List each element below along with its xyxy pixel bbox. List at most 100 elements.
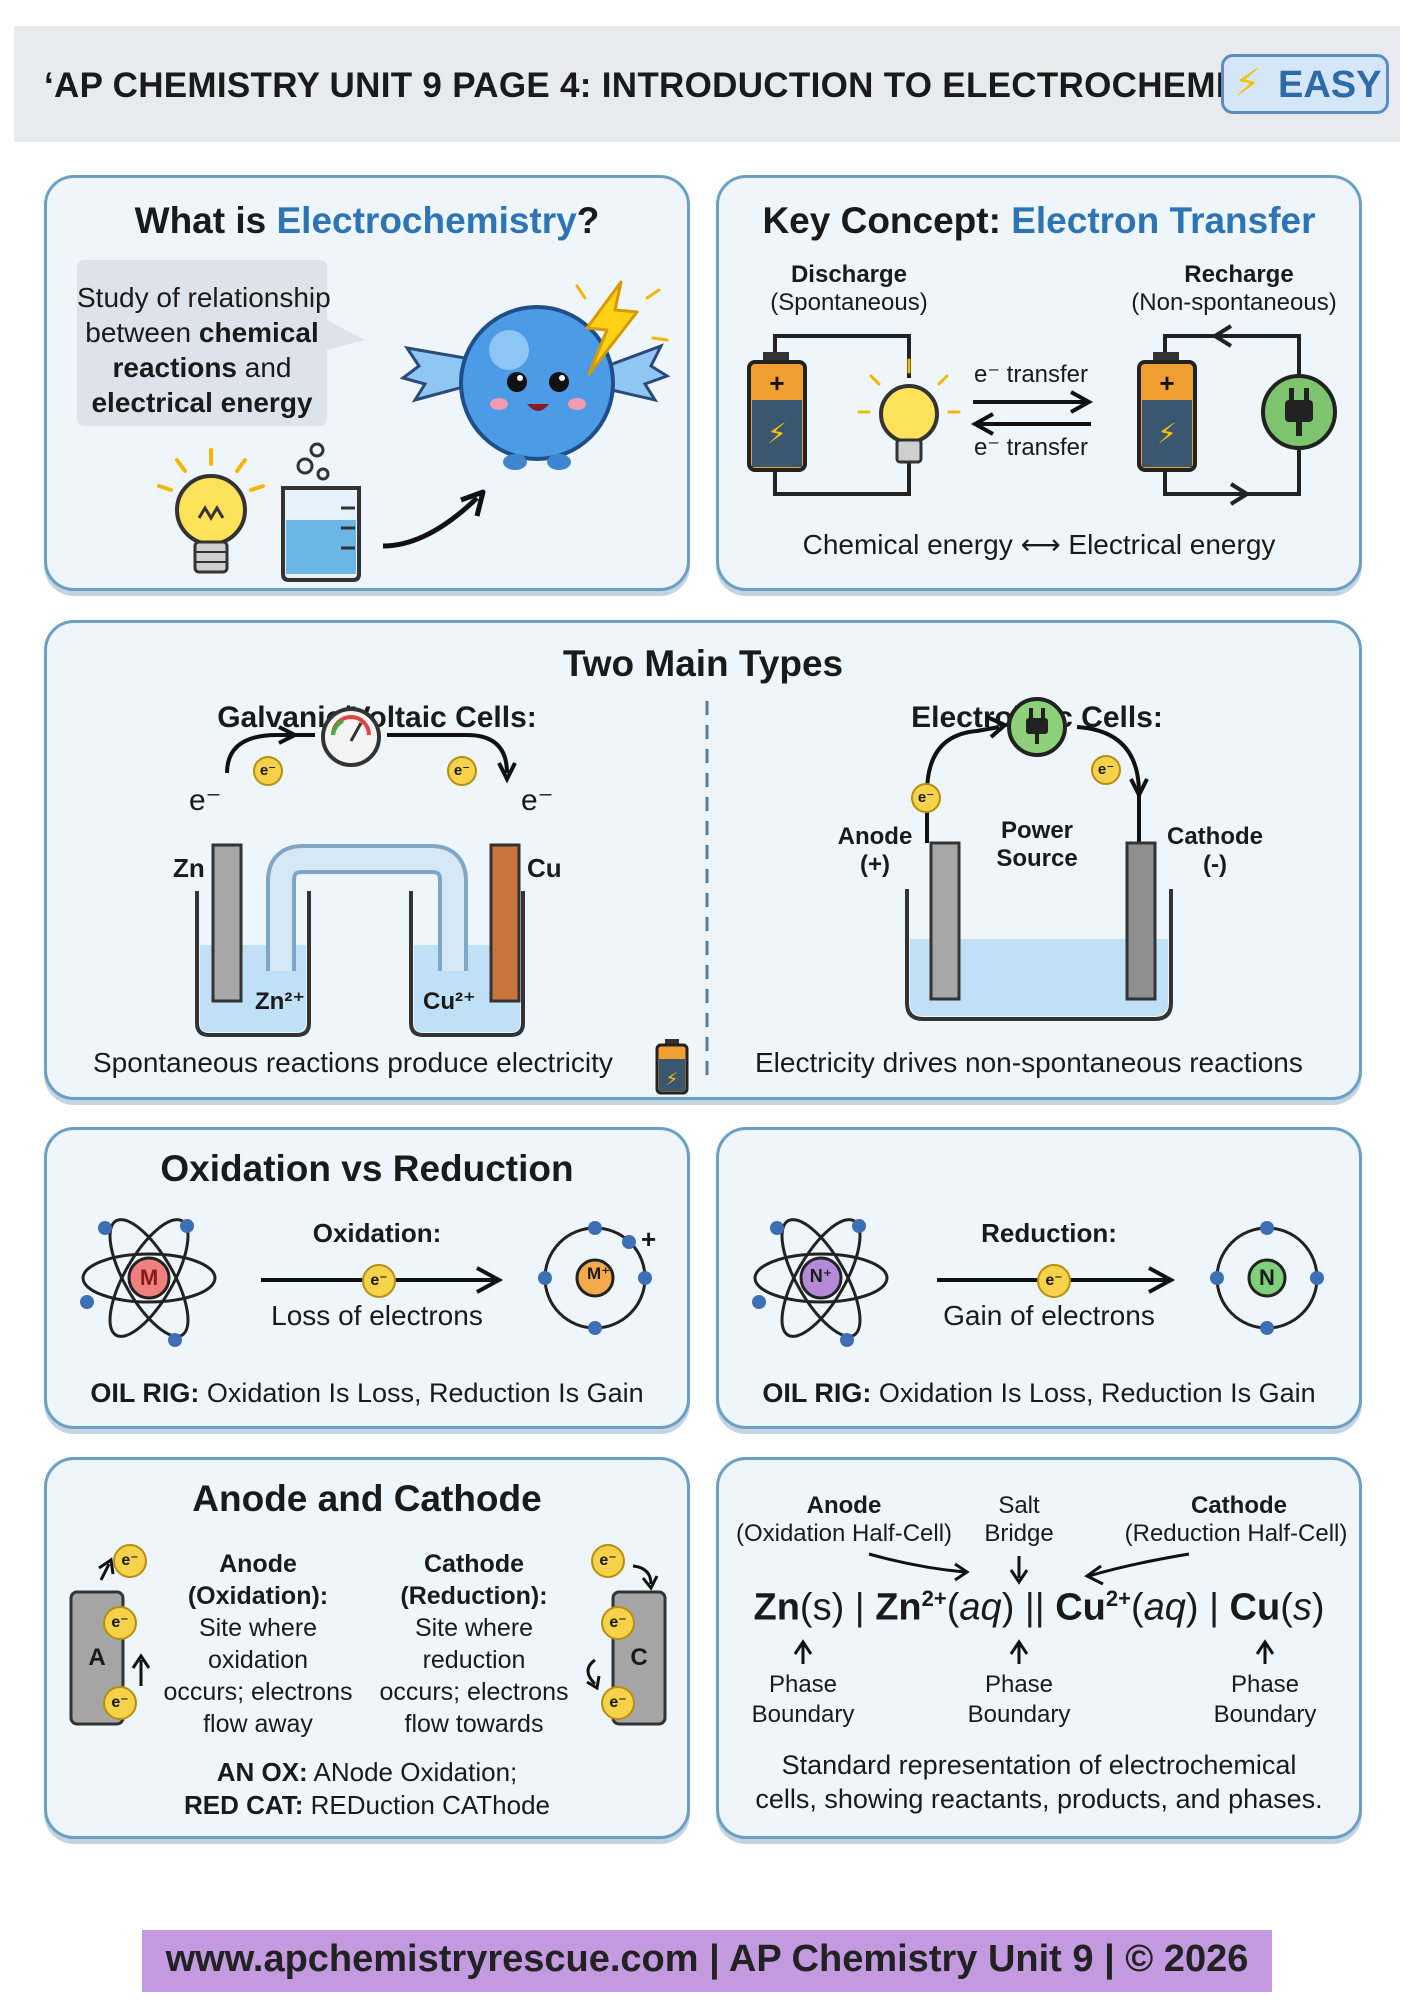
electron-token: e⁻ <box>1037 1264 1071 1298</box>
zinc-electrode-label: Zn <box>173 853 205 883</box>
salt-bridge-label: Salt <box>998 1492 1040 1519</box>
copper-electrode-label: Cu <box>527 853 562 883</box>
anode-cathode-panel: Anode and Cathode A C e⁻ e⁻ e⁻ e⁻ e⁻ e⁻ … <box>44 1457 690 1839</box>
electron-transfer-panel: Key Concept: Electron Transfer Discharge… <box>716 175 1362 591</box>
copper-ion-label: Cu²⁺ <box>423 988 476 1015</box>
ion-icon <box>752 1218 889 1347</box>
cell-notation-formula: Zn(s) | Zn2+(aq) || Cu2+(aq) | Cu(s) <box>753 1586 1325 1629</box>
reduction-panel: N⁺ N Reduction: e⁻ Gain of electrons OIL… <box>716 1127 1362 1429</box>
reduction-diagram <box>752 1218 1324 1347</box>
svg-text:⚡: ⚡ <box>767 418 787 449</box>
what-is-electrochemistry-panel: What is Electrochemistry? <box>44 175 690 591</box>
panel-title: Oxidation vs Reduction <box>160 1148 574 1189</box>
electron-token: e⁻ <box>253 756 283 786</box>
difficulty-badge: ⚡ EASY <box>1221 54 1389 114</box>
anode-sign: (+) <box>860 851 890 878</box>
difficulty-label: EASY <box>1278 64 1382 106</box>
electron-token: e⁻ <box>1091 755 1121 785</box>
svg-text:+: + <box>769 368 784 398</box>
oil-rig-mnemonic: OIL RIG: Oxidation Is Loss, Reduction Is… <box>762 1378 1316 1408</box>
electron-token: e⁻ <box>362 1264 396 1298</box>
svg-text:⚡: ⚡ <box>1157 418 1177 449</box>
oxidation-diagram <box>80 1218 652 1347</box>
lightbulb-icon <box>157 448 265 574</box>
electron-token: e⁻ <box>591 1544 625 1578</box>
transfer-bottom-label: e⁻ transfer <box>973 434 1089 461</box>
atom-icon <box>80 1218 217 1347</box>
oxidation-description: Loss of electrons <box>271 1300 483 1331</box>
cathode-letter: C <box>630 1644 648 1671</box>
oxidation-label: Oxidation: <box>312 1218 442 1248</box>
two-main-types-panel: Two Main Types Galvanic/Voltaic Cells: E… <box>44 620 1362 1100</box>
electron-token: e⁻ <box>103 1686 137 1720</box>
cathode-subheading: (Reduction Half-Cell) <box>1124 1520 1348 1547</box>
power-plug-icon <box>1007 697 1067 757</box>
discharge-label: Discharge <box>790 261 908 288</box>
discharge-sub: (Spontaneous) <box>770 289 928 316</box>
electron-flow-label: e⁻ <box>189 784 222 817</box>
zinc-ion-label: Zn²⁺ <box>255 988 305 1015</box>
power-plug-icon <box>1261 374 1337 450</box>
cells-diagram: ⚡ <box>195 697 1173 1095</box>
cathode-label: Cathode <box>1167 823 1263 850</box>
beaker-icon <box>281 442 361 582</box>
footer-text: www.apchemistryrescue.com | AP Chemistry… <box>165 1938 1249 1980</box>
electron-flow-label: e⁻ <box>521 784 554 817</box>
electron-token: e⁻ <box>601 1606 635 1640</box>
atom-symbol: M <box>139 1265 159 1290</box>
cathode-heading: Cathode <box>1191 1492 1287 1519</box>
cathode-sign: (-) <box>1203 851 1227 878</box>
anode-label: Anode <box>837 823 913 850</box>
electron-token: e⁻ <box>103 1606 137 1640</box>
what-illustration <box>77 260 671 582</box>
battery-icon: + ⚡ <box>747 352 807 472</box>
cell-notation-arrows <box>793 1552 1275 1664</box>
reduction-label: Reduction: <box>981 1218 1117 1248</box>
battery-icon: ⚡ <box>655 1039 689 1095</box>
power-source-label: Source <box>996 845 1078 872</box>
electron-token: e⁻ <box>601 1686 635 1720</box>
atom-icon <box>1210 1221 1324 1335</box>
anode-definition: Anode (Oxidation): Site where oxidation … <box>163 1550 353 1738</box>
panel-title: Two Main Types <box>562 643 844 684</box>
lightning-bolt-icon: ⚡ <box>1234 63 1261 105</box>
battery-icon: + ⚡ <box>1137 352 1197 472</box>
ion-icon <box>538 1221 652 1335</box>
recharge-sub: (Non-spontaneous) <box>1131 289 1337 316</box>
oxidation-panel: Oxidation vs Reduction M⁺ M + Oxidation:… <box>44 1127 690 1429</box>
electron-token: e⁻ <box>447 756 477 786</box>
panel-title: Key Concept: Electron Transfer <box>762 200 1316 241</box>
voltmeter-icon <box>321 707 381 767</box>
recharge-label: Recharge <box>1184 261 1294 288</box>
anode-letter: A <box>88 1644 106 1671</box>
svg-text:⚡: ⚡ <box>666 1069 679 1089</box>
ion-symbol: M⁺ <box>587 1264 611 1283</box>
power-source-label: Power <box>1000 817 1074 844</box>
salt-bridge-label: Bridge <box>984 1520 1054 1547</box>
svg-text:+: + <box>1159 368 1174 398</box>
electron-token: e⁻ <box>911 783 941 813</box>
lightbulb-icon <box>857 358 961 464</box>
footer-bar: www.apchemistryrescue.com | AP Chemistry… <box>142 1930 1272 1992</box>
panel-title: What is Electrochemistry? <box>134 200 600 241</box>
anode-heading: Anode <box>806 1492 882 1519</box>
electrolytic-caption: Electricity drives non-spontaneous react… <box>755 1047 1303 1078</box>
definition-bubble: Study of relationship between chemical r… <box>77 282 331 418</box>
lightning-bolt-icon <box>575 280 669 376</box>
cell-notation-description: Standard representation of electrochemic… <box>755 1750 1323 1814</box>
transfer-top-label: e⁻ transfer <box>973 361 1089 388</box>
reduction-description: Gain of electrons <box>943 1300 1155 1331</box>
ion-symbol: N⁺ <box>809 1266 833 1286</box>
electron-token: e⁻ <box>113 1544 147 1578</box>
page-title: ‘AP CHEMISTRY UNIT 9 PAGE 4: INTRODUCTIO… <box>44 66 1330 105</box>
electron-mascot-icon <box>399 305 671 470</box>
panel-title: Anode and Cathode <box>192 1478 542 1519</box>
positive-charge-label: + <box>641 1224 657 1254</box>
electron-transfer-diagram: + ⚡ + ⚡ <box>747 324 1337 506</box>
an-ox-red-cat-mnemonic: AN OX: ANode Oxidation; RED CAT: REDucti… <box>183 1757 551 1820</box>
cell-notation-panel: Anode (Oxidation Half-Cell) Salt Bridge … <box>716 1457 1362 1839</box>
cathode-definition: Cathode (Reduction): Site where reductio… <box>379 1550 569 1738</box>
anode-subheading: (Oxidation Half-Cell) <box>735 1520 953 1547</box>
